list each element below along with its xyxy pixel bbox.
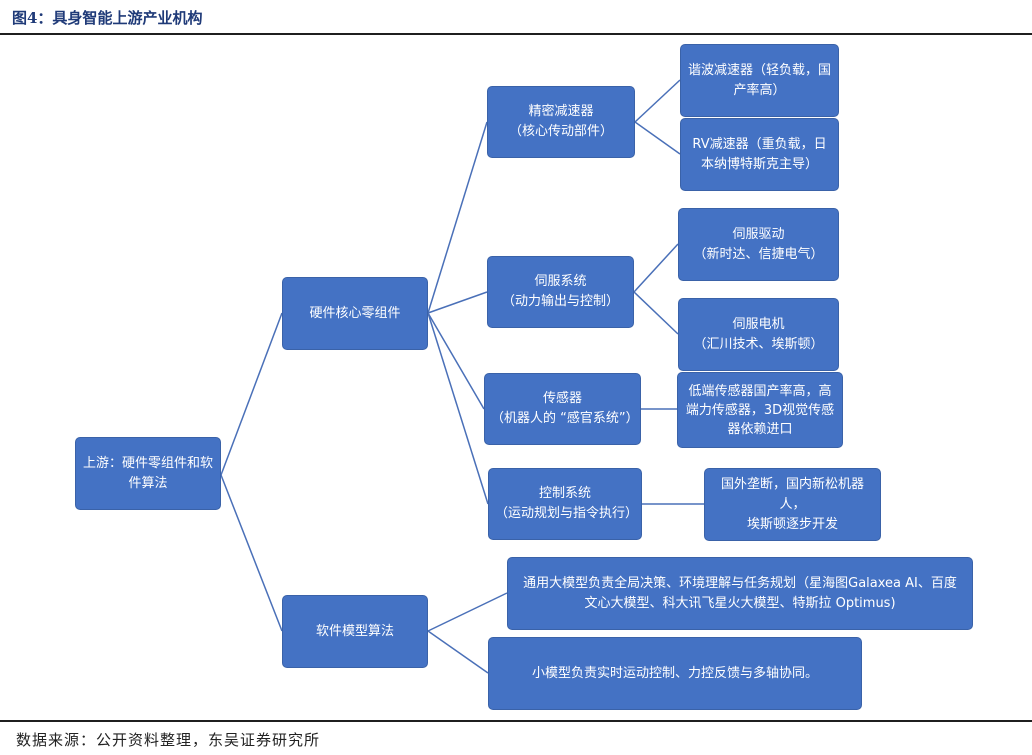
reducer-node-line1: 精密减速器: [528, 104, 594, 119]
control-detail-line1: 国外垄断，国内新松机器人，: [720, 476, 864, 512]
control-detail-node: 国外垄断，国内新松机器人， 埃斯顿逐步开发: [704, 468, 881, 541]
rv-reducer-line2: 本纳博特斯克主导）: [700, 156, 818, 172]
hardware-node-label: 硬件核心零组件: [309, 305, 401, 321]
servo-motor-node: 伺服电机 （汇川技术、埃斯顿）: [678, 298, 839, 371]
harmonic-reducer-line1: 谐波减速器（轻负载，国: [687, 62, 831, 78]
harmonic-reducer-node: 谐波减速器（轻负载，国 产率高）: [680, 44, 839, 117]
root-node: 上游：硬件零组件和软 件算法: [75, 437, 221, 510]
source-note: 数据来源：公开资料整理，东吴证券研究所: [16, 731, 321, 749]
edge-hardware-sensor: [427, 312, 485, 410]
small-model-label: 小模型负责实时运动控制、力控反馈与多轴协同。: [531, 665, 818, 681]
edge-hardware-reducer: [427, 121, 488, 314]
sensor-detail-node: 低端传感器国产率高，高 端力传感器，3D视觉传感 器依赖进口: [677, 372, 843, 448]
servo-node-line2: （动力输出与控制）: [501, 294, 619, 309]
sensor-detail-line2: 端力传感器，3D视觉传感: [685, 402, 835, 418]
hardware-node: 硬件核心零组件: [282, 277, 428, 350]
harmonic-reducer-line2: 产率高）: [733, 82, 786, 98]
servo-node-line1: 伺服系统: [534, 274, 587, 289]
servo-node: 伺服系统 （动力输出与控制）: [487, 256, 634, 328]
edge-servo-motor: [633, 291, 679, 335]
software-node: 软件模型算法: [282, 595, 428, 668]
edge-root-software: [220, 474, 283, 632]
servo-drive-line1: 伺服驱动: [732, 226, 785, 242]
servo-motor-line1: 伺服电机: [732, 316, 785, 332]
large-model-line2: 文心大模型、科大讯飞星火大模型、特斯拉 Optimus): [584, 595, 896, 611]
rv-reducer-node: RV减速器（重负载，日 本纳博特斯克主导）: [680, 118, 839, 191]
bottom-rule: [0, 720, 1032, 722]
edge-reducer-harmonic: [634, 79, 681, 123]
edge-root-hardware: [220, 312, 283, 476]
servo-drive-node: 伺服驱动 （新时达、信捷电气）: [678, 208, 839, 281]
sensor-detail-line3: 器依赖进口: [727, 421, 793, 437]
sensor-node-line2: （机器人的 “感官系统”）: [491, 411, 639, 426]
figure-title: 图4：具身智能上游产业机构: [12, 9, 203, 27]
rv-reducer-line1: RV减速器（重负载，日: [692, 136, 827, 152]
edge-software-large: [427, 592, 508, 632]
top-rule: [0, 33, 1032, 35]
sensor-node-line1: 传感器: [542, 391, 582, 406]
sensor-detail-line1: 低端传感器国产率高，高: [688, 383, 832, 399]
control-detail-line2: 埃斯顿逐步开发: [746, 516, 838, 532]
edge-software-small: [427, 630, 489, 674]
control-node-line2: （运动规划与指令执行）: [495, 506, 639, 521]
servo-motor-line2: （汇川技术、埃斯顿）: [693, 336, 824, 352]
edge-hardware-servo: [427, 291, 488, 314]
root-node-line2: 件算法: [128, 475, 168, 491]
software-node-label: 软件模型算法: [315, 623, 394, 639]
edge-reducer-rv: [634, 121, 681, 155]
control-node-line1: 控制系统: [538, 486, 591, 501]
small-model-node: 小模型负责实时运动控制、力控反馈与多轴协同。: [488, 637, 862, 710]
sensor-node: 传感器 （机器人的 “感官系统”）: [484, 373, 641, 445]
reducer-node: 精密减速器 （核心传动部件）: [487, 86, 635, 158]
edge-hardware-control: [427, 312, 489, 505]
control-node: 控制系统 （运动规划与指令执行）: [488, 468, 642, 540]
reducer-node-line2: （核心传动部件）: [508, 124, 613, 139]
edge-servo-drive: [633, 243, 679, 293]
large-model-line1: 通用大模型负责全局决策、环境理解与任务规划（星海图Galaxea AI、百度: [523, 575, 957, 591]
servo-drive-line2: （新时达、信捷电气）: [693, 246, 824, 262]
root-node-line1: 上游：硬件零组件和软: [82, 455, 213, 471]
large-model-node: 通用大模型负责全局决策、环境理解与任务规划（星海图Galaxea AI、百度 文…: [507, 557, 973, 630]
